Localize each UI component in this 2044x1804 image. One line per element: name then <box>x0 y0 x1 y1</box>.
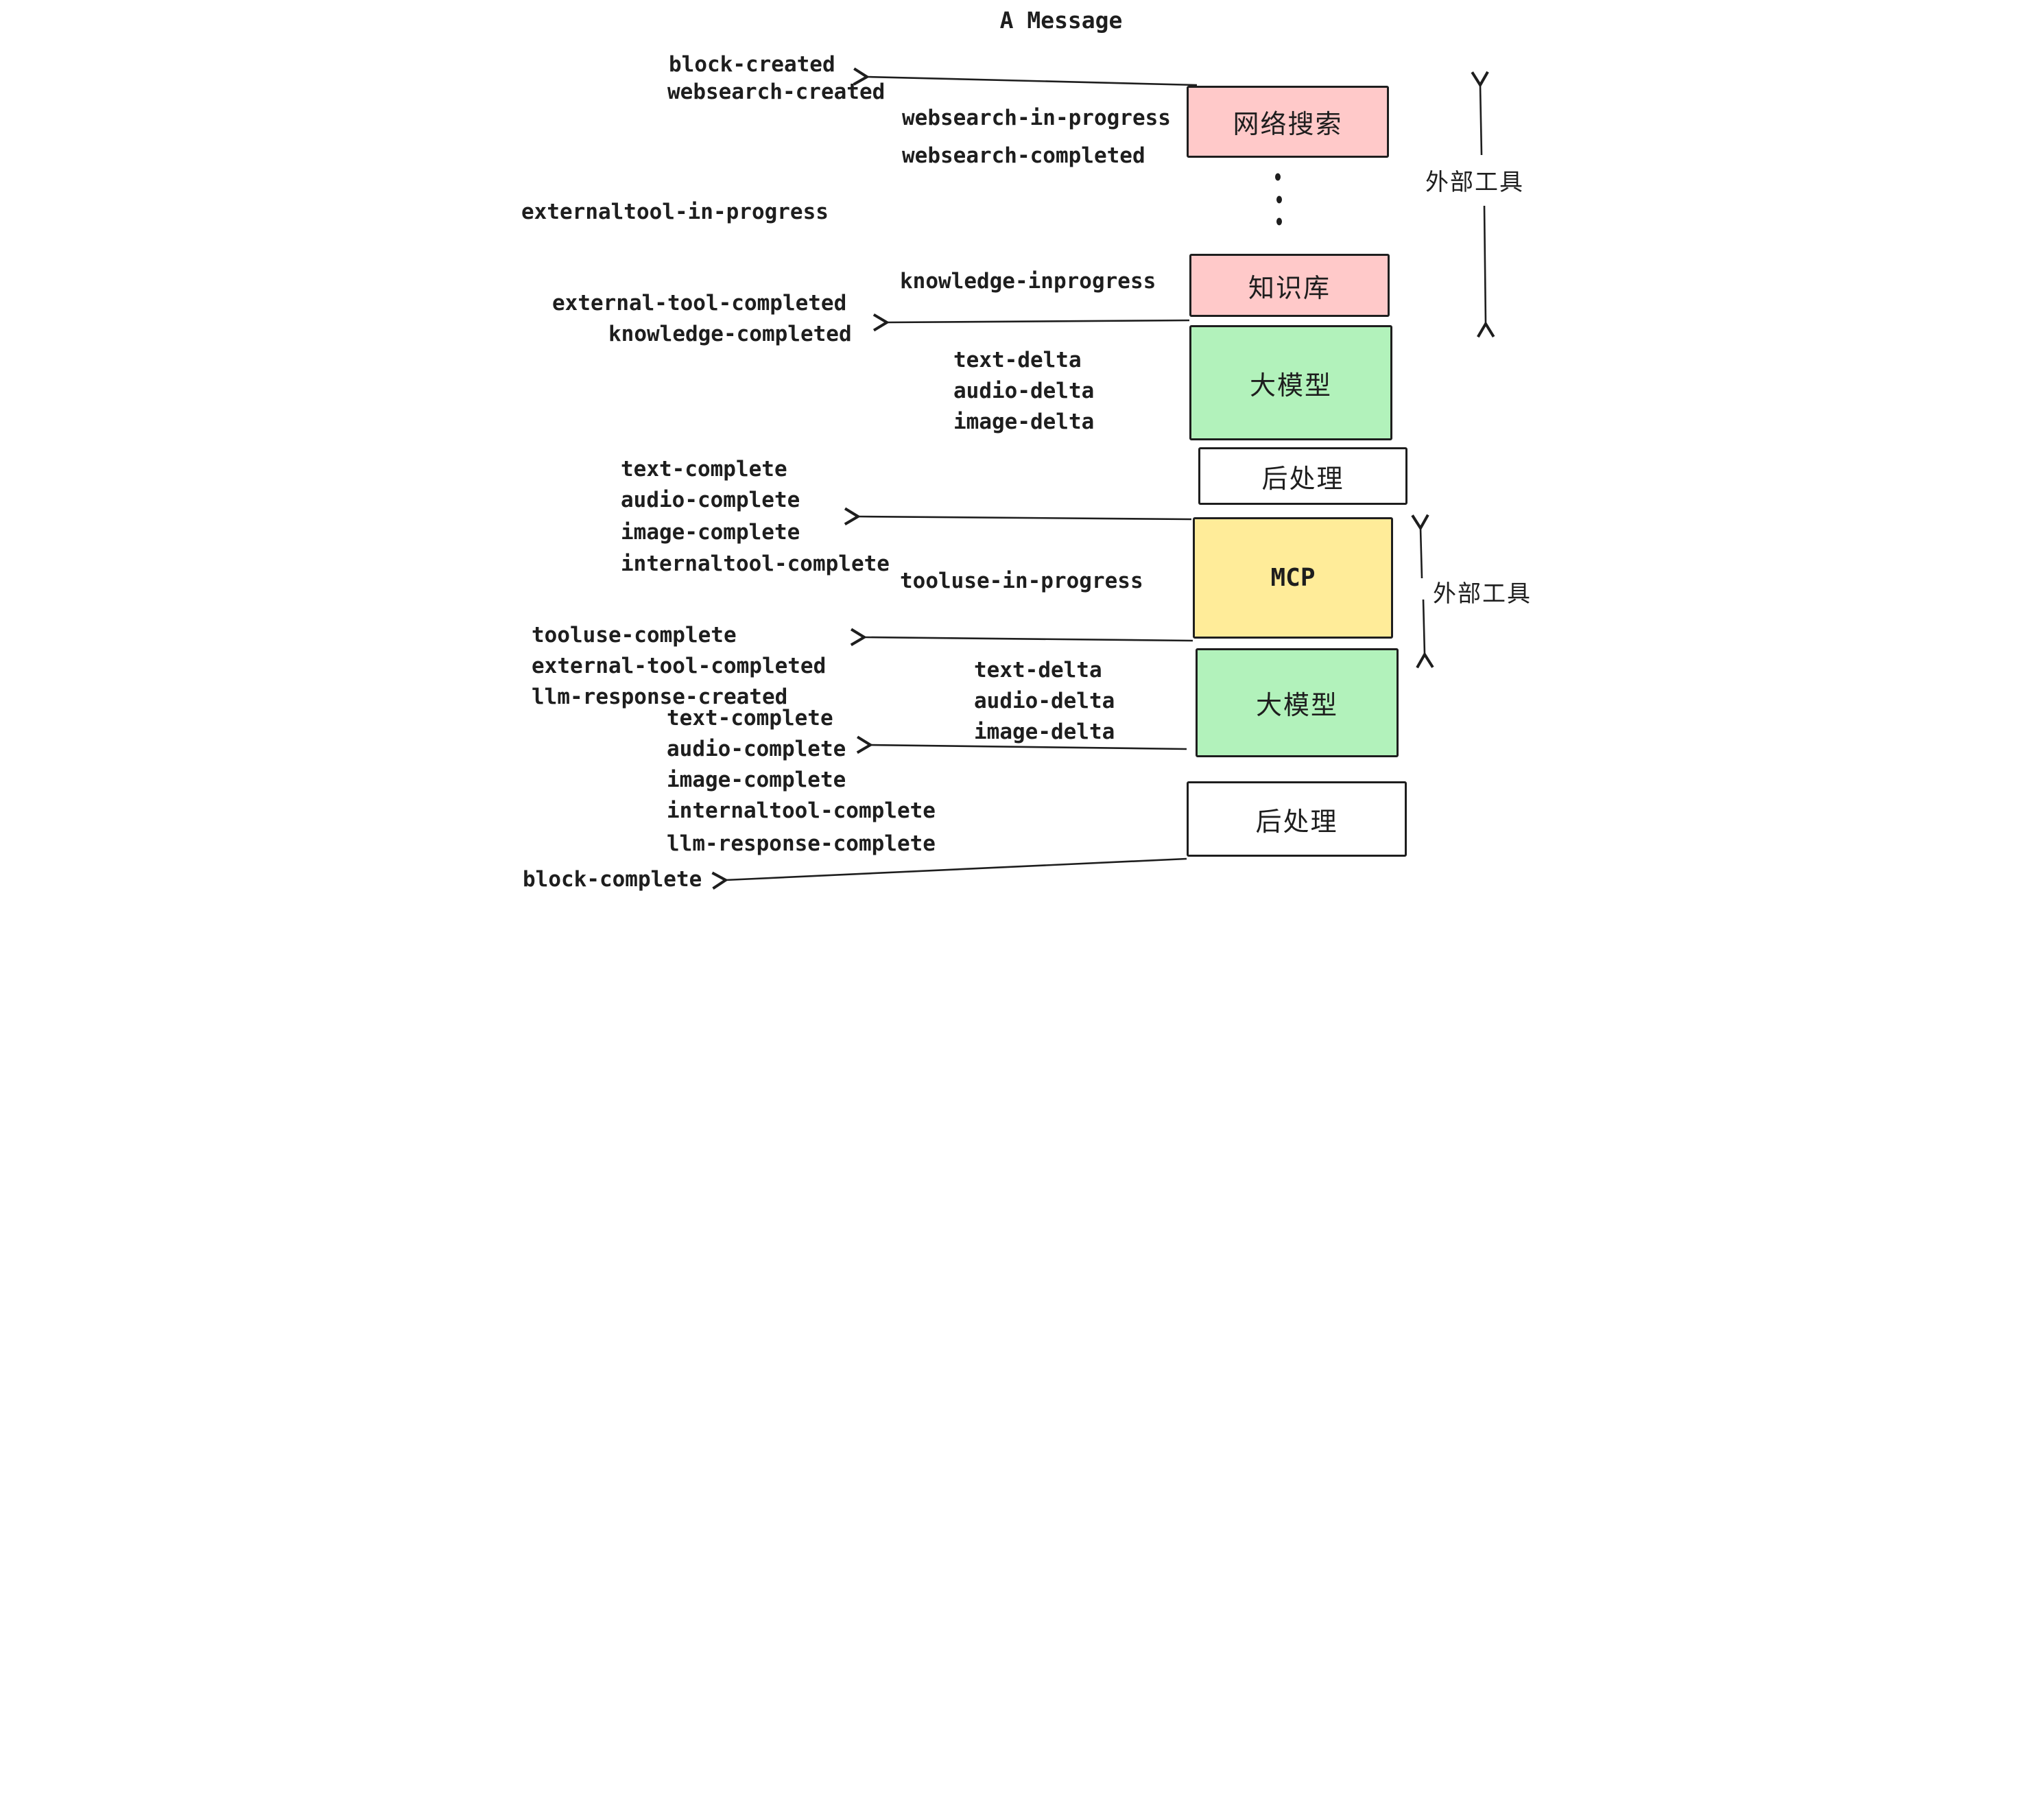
external-tools-top-arrow-down <box>1477 205 1495 338</box>
box-mcp-label: MCP <box>1270 564 1316 592</box>
event-label-websearch-completed: websearch-completed <box>902 143 1145 168</box>
event-label-external-tool-completed-2: external-tool-completed <box>532 654 827 678</box>
event-label-audio-complete-1: audio-complete <box>621 488 800 512</box>
arrow-knowledge-to-knowledge-completed <box>872 313 1190 332</box>
box-mcp: MCP <box>1193 517 1393 639</box>
box-postprocess-2-label: 后处理 <box>1255 806 1338 837</box>
event-label-audio-delta-2: audio-delta <box>974 689 1115 713</box>
event-label-text-delta-1: text-delta <box>953 348 1082 372</box>
box-websearch-label: 网络搜索 <box>1233 109 1343 139</box>
box-llm-2-label: 大模型 <box>1255 690 1338 720</box>
box-knowledge: 知识库 <box>1189 254 1390 317</box>
external-tools-mid-arrow-down <box>1416 599 1434 669</box>
arrow-post2-to-block-complete <box>711 857 1187 890</box>
event-label-block-complete: block-complete <box>523 867 702 892</box>
event-label-internaltool-complete-1: internaltool-complete <box>621 551 890 576</box>
event-label-image-delta-2: image-delta <box>974 720 1115 744</box>
ellipsis-dot-1 <box>1275 173 1281 181</box>
event-label-externaltool-in-progress: externaltool-in-progress <box>521 200 829 224</box>
event-label-external-tool-completed-1: external-tool-completed <box>552 291 847 316</box>
event-label-tooluse-complete: tooluse-complete <box>532 623 737 648</box>
event-label-text-complete-1: text-complete <box>621 457 787 482</box>
event-label-audio-delta-1: audio-delta <box>953 379 1095 403</box>
arrow-post1-to-image-complete <box>844 507 1192 526</box>
event-label-image-complete-1: image-complete <box>621 520 800 545</box>
external-tools-mid-arrow-up <box>1411 514 1429 579</box>
arrow-websearch-to-block-created <box>853 67 1198 86</box>
event-label-image-delta-1: image-delta <box>953 410 1095 434</box>
event-label-image-complete-2: image-complete <box>667 768 846 792</box>
box-llm-2: 大模型 <box>1196 648 1399 757</box>
ellipsis-dot-3 <box>1276 217 1282 226</box>
external-tools-top-arrow-up <box>1471 71 1489 156</box>
event-label-tooluse-in-progress: tooluse-in-progress <box>900 569 1143 593</box>
arrow-mcp-to-tooluse-complete <box>850 628 1193 646</box>
box-postprocess-1: 后处理 <box>1198 447 1407 505</box>
box-llm-1-label: 大模型 <box>1249 370 1332 401</box>
diagram-title: A Message <box>999 7 1123 34</box>
box-postprocess-2: 后处理 <box>1187 781 1407 857</box>
event-label-block-created: block-created <box>669 52 835 77</box>
annotation-external-tools-top: 外部工具 <box>1425 169 1524 196</box>
event-label-websearch-in-progress: websearch-in-progress <box>902 106 1171 130</box>
event-label-llm-response-complete: llm-response-complete <box>667 831 936 856</box>
event-label-text-delta-2: text-delta <box>974 658 1102 683</box>
box-knowledge-label: 知识库 <box>1248 272 1331 303</box>
ellipsis-dot-2 <box>1276 195 1282 204</box>
event-label-websearch-created: websearch-created <box>667 80 886 104</box>
box-llm-1: 大模型 <box>1189 325 1392 440</box>
box-postprocess-1-label: 后处理 <box>1261 463 1344 494</box>
event-label-text-complete-2: text-complete <box>667 706 833 731</box>
diagram-canvas: A Message block-created websearch-create… <box>511 0 1533 902</box>
event-label-knowledge-inprogress: knowledge-inprogress <box>900 269 1156 294</box>
event-label-llm-response-created: llm-response-created <box>532 685 788 709</box>
event-label-audio-complete-2: audio-complete <box>667 737 846 761</box>
annotation-external-tools-mid: 外部工具 <box>1433 580 1532 608</box>
event-label-internaltool-complete-2: internaltool-complete <box>667 798 936 823</box>
event-label-knowledge-completed: knowledge-completed <box>608 322 852 346</box>
box-websearch: 网络搜索 <box>1187 86 1389 158</box>
